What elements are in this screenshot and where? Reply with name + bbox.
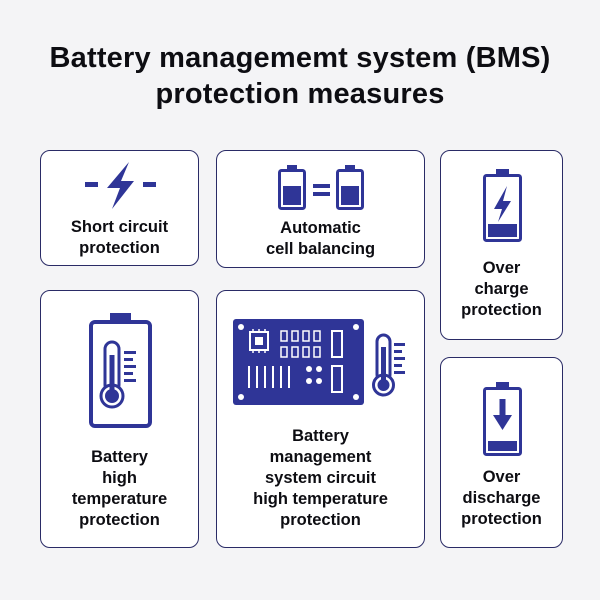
card-cell-balancing: Automatic cell balancing bbox=[216, 150, 425, 268]
lightning-bolt-icon bbox=[85, 162, 156, 209]
card-circuit-temperature: Battery management system circuit high t… bbox=[216, 290, 425, 548]
card-high-temperature: Battery high temperature protection bbox=[40, 290, 199, 548]
card-label: Over discharge protection bbox=[461, 468, 542, 528]
title-line-2: protection measures bbox=[155, 78, 445, 110]
card-over-discharge: Over discharge protection bbox=[440, 357, 563, 548]
card-label: Automatic cell balancing bbox=[265, 219, 376, 258]
card-label: Over charge protection bbox=[461, 259, 542, 319]
card-short-circuit: Short circuit protection bbox=[40, 150, 199, 266]
title-line-1: Battery managememt system (BMS) bbox=[49, 42, 551, 74]
battery-thermometer-icon bbox=[89, 313, 152, 428]
card-over-charge: Over charge protection bbox=[440, 150, 563, 340]
circuit-board-icon bbox=[233, 319, 405, 405]
battery-equal-icon bbox=[278, 165, 364, 210]
battery-charging-icon bbox=[483, 169, 522, 242]
page-title: Battery managememt system (BMS) protecti… bbox=[0, 40, 600, 112]
card-label: Battery management system circuit high t… bbox=[253, 427, 388, 529]
battery-discharge-icon bbox=[483, 382, 522, 456]
card-label: Battery high temperature protection bbox=[71, 448, 168, 529]
card-label: Short circuit protection bbox=[70, 218, 169, 257]
